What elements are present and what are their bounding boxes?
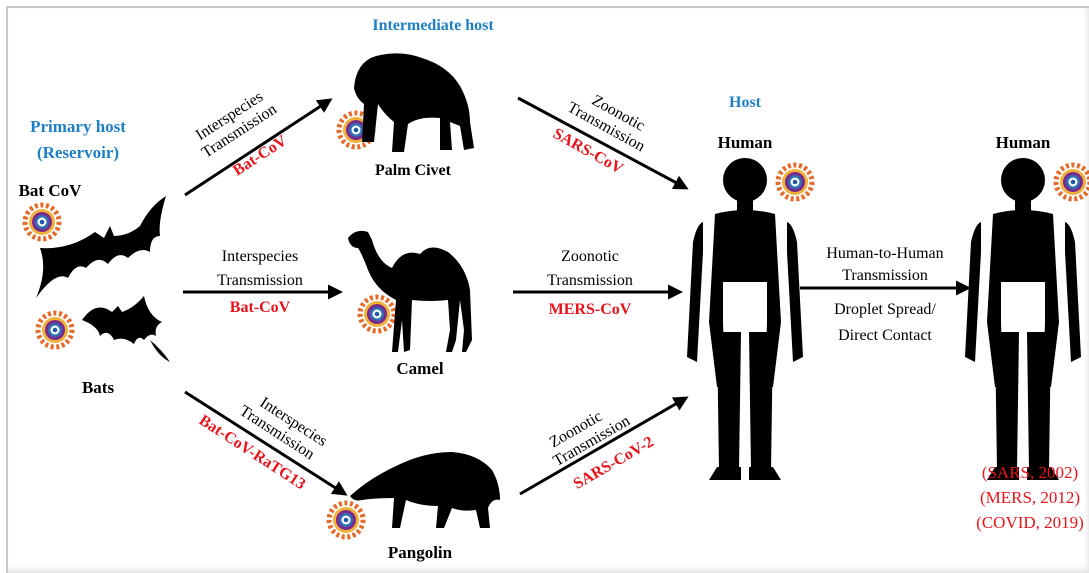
arrow3-interspecies: Interspecies <box>222 248 298 265</box>
host-heading: Host <box>729 94 762 111</box>
virus-icon <box>329 503 363 537</box>
human-2-icon <box>965 158 1081 480</box>
pangolin-icon <box>350 452 500 528</box>
arrow3-virus: Bat-CoV <box>230 299 291 316</box>
camel-icon <box>348 231 472 352</box>
arrow7-line2: Transmission <box>842 267 928 284</box>
bat-small-icon <box>82 296 170 362</box>
reservoir-heading: (Reservoir) <box>37 143 119 162</box>
virus-icon <box>25 205 59 239</box>
outbreak-covid: (COVID, 2019) <box>976 513 1084 532</box>
primary-host-heading: Primary host <box>30 117 126 136</box>
human-1-label: Human <box>718 133 773 152</box>
camel-label: Camel <box>396 359 443 378</box>
pangolin-label: Pangolin <box>388 543 453 562</box>
virus-icon <box>360 297 394 331</box>
human-2-label: Human <box>996 133 1051 152</box>
human-1-icon <box>687 158 803 480</box>
bat-large-icon <box>36 196 166 298</box>
outbreak-mers: (MERS, 2012) <box>980 488 1080 507</box>
intermediate-host-heading: Intermediate host <box>372 17 494 34</box>
palm-civet-label: Palm Civet <box>375 162 452 179</box>
arrow4-transmission: Transmission <box>547 272 633 289</box>
arrow4-zoonotic: Zoonotic <box>561 248 619 265</box>
virus-icon <box>38 313 72 347</box>
arrow7-line1: Human-to-Human <box>826 245 943 262</box>
palm-civet-icon <box>354 53 474 152</box>
bat-cov-label: Bat CoV <box>19 181 83 200</box>
virus-icon <box>778 165 812 199</box>
outbreak-sars: (SARS, 2002) <box>982 463 1078 482</box>
bats-label: Bats <box>82 378 115 397</box>
arrow-pangolin-to-human <box>520 398 686 494</box>
arrow4-virus: MERS-CoV <box>549 301 632 318</box>
virus-icon <box>1056 165 1089 199</box>
arrow7-line3: Droplet Spread/ <box>834 301 936 318</box>
arrow3-transmission: Transmission <box>217 272 303 289</box>
arrow7-line4: Direct Contact <box>838 327 932 344</box>
